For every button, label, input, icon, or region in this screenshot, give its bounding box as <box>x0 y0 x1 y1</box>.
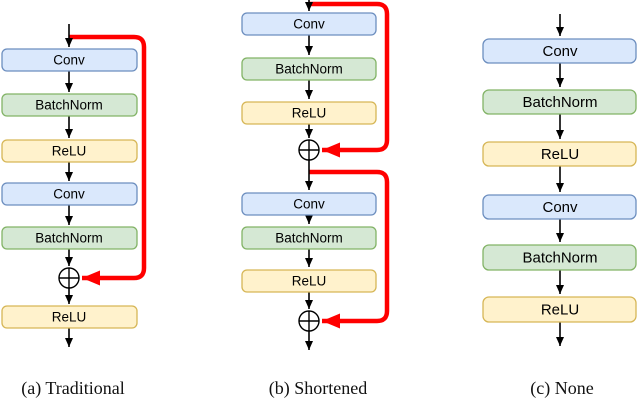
caption-traditional: (a) Traditional <box>21 378 125 399</box>
block-conv: Conv <box>1 48 138 72</box>
skip-arrow-b1 <box>309 1 390 158</box>
block-label: Conv <box>53 53 85 68</box>
add-node-icon <box>298 310 320 332</box>
block-batchnorm: BatchNorm <box>1 93 138 117</box>
block-label: ReLU <box>292 274 327 289</box>
block-label: Conv <box>293 197 325 212</box>
skip-arrow-b2 <box>309 169 390 329</box>
block-batchnorm: BatchNorm <box>241 57 377 81</box>
block-conv: Conv <box>482 194 637 220</box>
block-conv: Conv <box>241 192 377 216</box>
block-relu: ReLU <box>482 141 637 167</box>
block-relu: ReLU <box>1 305 138 329</box>
block-label: Conv <box>53 187 85 202</box>
add-node-icon <box>298 139 320 161</box>
caption-none: (c) None <box>530 378 593 399</box>
block-label: BatchNorm <box>522 94 597 111</box>
block-batchnorm: BatchNorm <box>482 244 637 271</box>
block-relu: ReLU <box>241 269 377 293</box>
block-conv: Conv <box>482 38 637 64</box>
block-batchnorm: BatchNorm <box>1 226 138 250</box>
block-relu: ReLU <box>241 101 377 125</box>
block-relu: ReLU <box>482 296 637 323</box>
block-batchnorm: BatchNorm <box>241 226 377 250</box>
block-label: BatchNorm <box>275 231 343 246</box>
block-label: ReLU <box>292 106 327 121</box>
block-label: ReLU <box>541 146 579 163</box>
block-conv: Conv <box>241 12 377 36</box>
block-label: Conv <box>542 43 578 60</box>
caption-shortened: (b) Shortened <box>269 378 367 399</box>
column-traditional: Conv BatchNorm ReLU Conv BatchNorm ReLU … <box>1 24 147 399</box>
skip-arrow-a <box>69 34 147 286</box>
block-label: Conv <box>293 17 325 32</box>
column-shortened: Conv BatchNorm ReLU Conv BatchNorm ReLU <box>241 0 390 399</box>
add-node-icon <box>58 267 80 289</box>
block-conv: Conv <box>1 182 138 206</box>
block-label: ReLU <box>52 144 87 159</box>
block-label: BatchNorm <box>522 250 597 267</box>
block-label: BatchNorm <box>35 231 103 246</box>
block-relu: ReLU <box>1 139 138 163</box>
block-label: ReLU <box>541 302 579 319</box>
column-none: Conv BatchNorm ReLU Conv BatchNorm ReLU … <box>482 14 637 399</box>
block-label: ReLU <box>52 310 87 325</box>
block-label: Conv <box>542 199 578 216</box>
block-label: BatchNorm <box>275 62 343 77</box>
block-batchnorm: BatchNorm <box>482 89 637 115</box>
block-label: BatchNorm <box>35 98 103 113</box>
